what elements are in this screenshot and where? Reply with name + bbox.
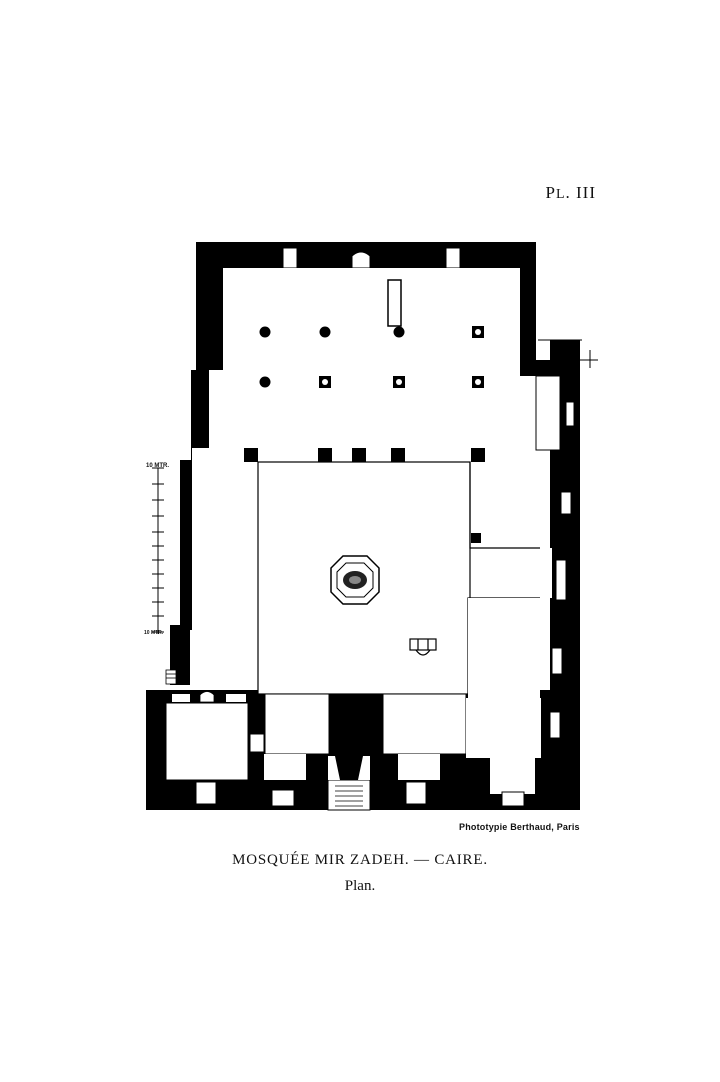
photo-credit: Phototypie Berthaud, Paris	[459, 822, 580, 832]
plate-subcaption: Plan.	[344, 878, 376, 894]
east-windows	[549, 401, 575, 739]
scale-bottom-label: 10 MTR.	[144, 630, 164, 636]
west-riwaq-interior	[209, 370, 269, 460]
water-basin	[409, 638, 437, 656]
plate-number: PL. III	[545, 183, 596, 202]
south-rooms	[165, 693, 541, 794]
minbar	[387, 279, 402, 327]
south-windows	[195, 781, 525, 807]
west-stair	[165, 669, 177, 685]
northeast-annex	[538, 339, 598, 368]
scale-bar	[152, 467, 164, 634]
plate-caption: MOSQUÉE MIR ZADEH. — CAIRE.	[232, 852, 488, 868]
prayer-hall	[223, 268, 520, 448]
east-interior-upper	[472, 448, 534, 548]
ablution-fountain	[330, 555, 380, 605]
scale-top-label: 10 MTR.	[146, 463, 170, 469]
west-riwaq	[192, 448, 258, 688]
entrance-steps	[327, 756, 371, 811]
